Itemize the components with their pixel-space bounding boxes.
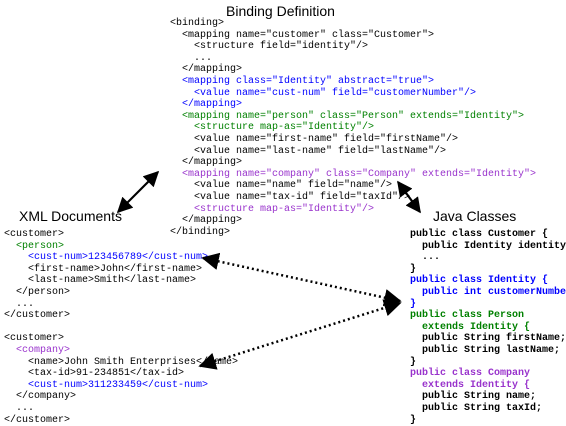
arrows-layer xyxy=(0,0,566,416)
arrow-xml-person-java xyxy=(203,258,400,301)
java-code-line: } xyxy=(410,415,566,426)
arrow-binding-java xyxy=(398,182,420,212)
arrow-binding-xml xyxy=(118,172,158,212)
xml-code-line: </customer> xyxy=(4,415,238,426)
arrow-xml-company-java xyxy=(200,303,400,366)
